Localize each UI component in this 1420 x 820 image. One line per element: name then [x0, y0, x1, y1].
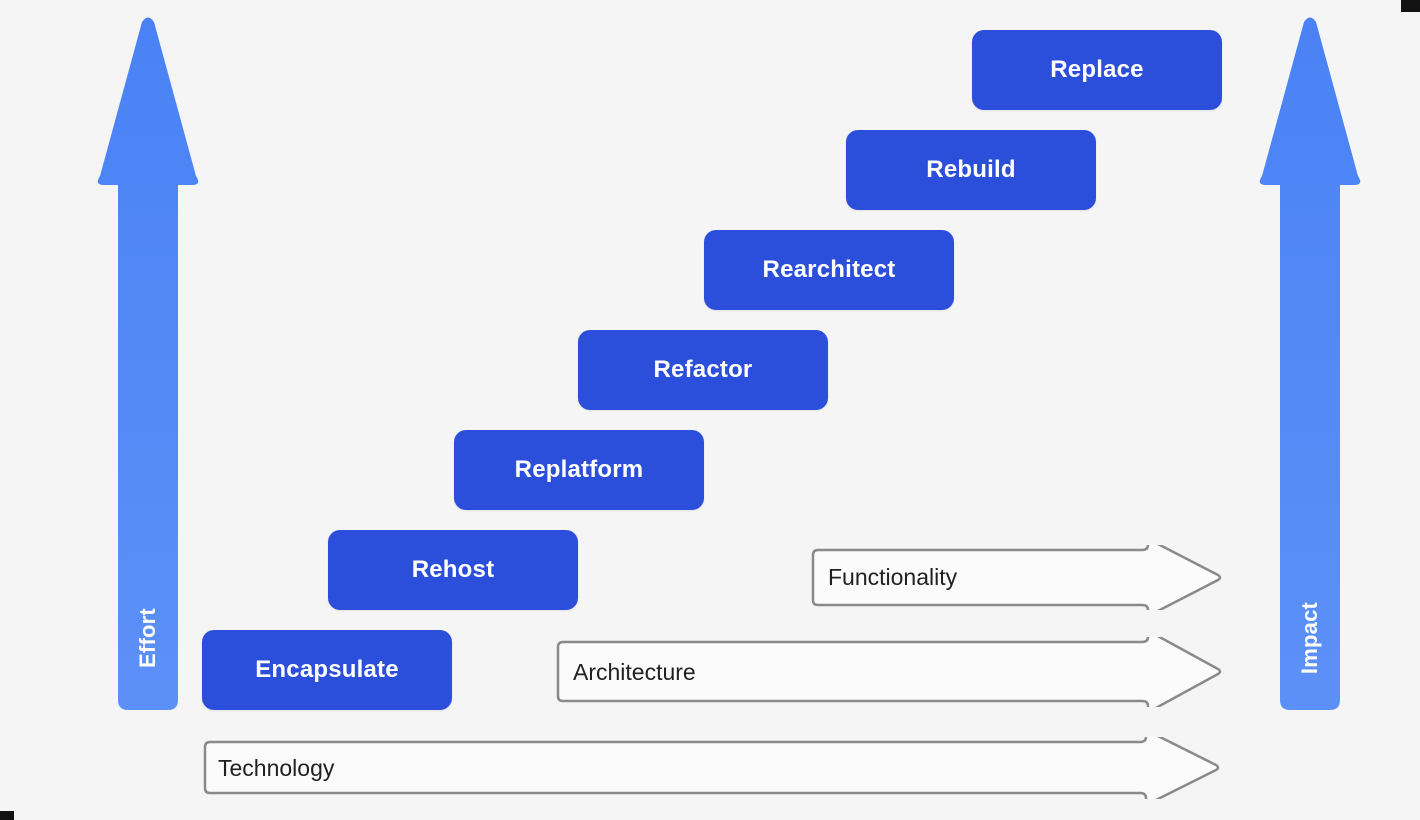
stair-box-label: Replatform [514, 456, 644, 483]
up-arrow-icon [1259, 17, 1361, 710]
stair-box-rehost[interactable]: Rehost [328, 530, 578, 610]
scope-arrow-technology[interactable]: Technology [200, 737, 1220, 799]
scope-arrow-label: Technology [218, 754, 335, 781]
right-block-arrow-icon [811, 545, 1222, 610]
scope-arrow-label: Architecture [573, 658, 696, 685]
corner-artifact-bottom-left [0, 811, 14, 820]
stair-box-replatform[interactable]: Replatform [454, 430, 704, 510]
stair-box-label: Rearchitect [762, 256, 896, 283]
stair-box-label: Replace [1050, 56, 1144, 83]
scope-arrow-label: Functionality [828, 564, 958, 590]
effort-axis-arrow: Effort [88, 0, 208, 715]
stair-box-label: Rebuild [926, 156, 1016, 183]
stair-box-rebuild[interactable]: Rebuild [846, 130, 1096, 210]
stair-box-rearchitect[interactable]: Rearchitect [704, 230, 954, 310]
scope-arrow-architecture[interactable]: Architecture [553, 637, 1222, 707]
stair-box-encapsulate[interactable]: Encapsulate [202, 630, 452, 710]
right-block-arrow-icon [556, 637, 1222, 707]
stair-box-replace[interactable]: Replace [972, 30, 1222, 110]
up-arrow-icon [97, 17, 199, 710]
stair-box-label: Refactor [653, 356, 753, 383]
impact-axis-arrow: Impact [1250, 0, 1370, 715]
stair-box-refactor[interactable]: Refactor [578, 330, 828, 410]
stair-box-label: Encapsulate [255, 656, 399, 683]
corner-artifact-top-right [1401, 0, 1420, 12]
right-block-arrow-icon [203, 737, 1220, 799]
scope-arrow-functionality[interactable]: Functionality [808, 545, 1222, 610]
stair-box-label: Rehost [411, 556, 495, 583]
